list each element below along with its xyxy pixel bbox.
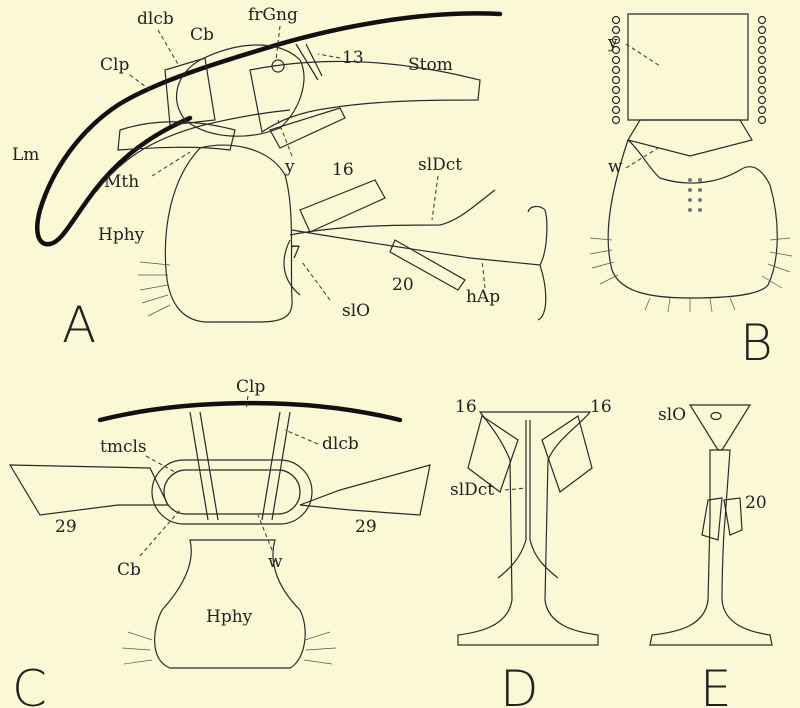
muscle-20-e — [702, 498, 742, 540]
leader-d-sldct — [505, 488, 526, 490]
label-c-clp: Clp — [236, 377, 265, 397]
label-a-sldct: slDct — [418, 155, 462, 175]
cibarium-floor-b — [628, 120, 752, 156]
label-a-y: y — [284, 157, 295, 177]
muscle-16-d-right — [542, 416, 592, 492]
label-a-13: 13 — [342, 48, 364, 68]
apodeme-d — [458, 412, 598, 645]
label-a-20: 20 — [392, 275, 414, 295]
label-a-lm: Lm — [12, 145, 39, 165]
panel-letter-c: C — [12, 660, 47, 708]
label-b-w: w — [608, 157, 623, 177]
label-c-tmcls: tmcls — [100, 437, 147, 457]
muscle-29-right — [300, 465, 430, 515]
muscle-29-left — [10, 465, 168, 515]
label-c-cb: Cb — [117, 560, 141, 580]
label-c-hphy: Hphy — [206, 607, 253, 627]
label-a-16: 16 — [332, 160, 354, 180]
panel-letter-d: D — [500, 660, 539, 708]
label-a-dlcb: dlcb — [137, 9, 174, 29]
hypopharynx-c — [155, 540, 306, 668]
label-a-mth: Mth — [104, 172, 139, 192]
sensilla-right-b — [759, 17, 766, 124]
bristles-b — [590, 238, 792, 312]
label-c-29-right: 29 — [355, 517, 377, 537]
label-d-16-left: 16 — [455, 397, 477, 417]
label-a-7: 7 — [290, 243, 301, 263]
label-d-16-right: 16 — [590, 397, 612, 417]
panel-letter-e: E — [700, 660, 732, 708]
hypopharynx — [165, 145, 292, 322]
label-a-hap: hAp — [466, 287, 500, 307]
label-a-frgng: frGng — [248, 5, 298, 25]
panel-letter-a: A — [62, 296, 96, 354]
panel-b-leaders — [626, 44, 660, 168]
panel-letter-b: B — [740, 314, 773, 372]
label-c-dlcb: dlcb — [322, 434, 359, 454]
apodeme-e — [650, 450, 772, 645]
label-b-y: y — [607, 33, 618, 53]
label-a-clp: Clp — [100, 55, 129, 75]
label-d-sldct: slDct — [450, 480, 494, 500]
hypopharyngeal-apodeme — [292, 206, 547, 320]
label-a-hphy: Hphy — [98, 225, 145, 245]
cibarium-b — [628, 14, 748, 120]
hypopharynx-bristles — [138, 262, 170, 316]
clypeus-c — [100, 403, 400, 420]
label-e-20: 20 — [745, 493, 767, 513]
label-a-cb: Cb — [190, 25, 214, 45]
salivary-syringe-e — [690, 405, 750, 450]
salivary-duct — [290, 190, 495, 235]
label-a-stom: Stom — [408, 55, 453, 75]
label-e-slo: slO — [658, 405, 686, 425]
panel-d — [458, 412, 598, 645]
label-c-29-left: 29 — [55, 517, 77, 537]
panel-e — [650, 405, 772, 645]
label-a-slo: slO — [342, 301, 370, 321]
muscle-16-a — [300, 180, 385, 232]
head-capsule-outline — [37, 13, 500, 244]
label-c-w: w — [268, 552, 283, 572]
panel-c-leaders — [140, 396, 318, 556]
